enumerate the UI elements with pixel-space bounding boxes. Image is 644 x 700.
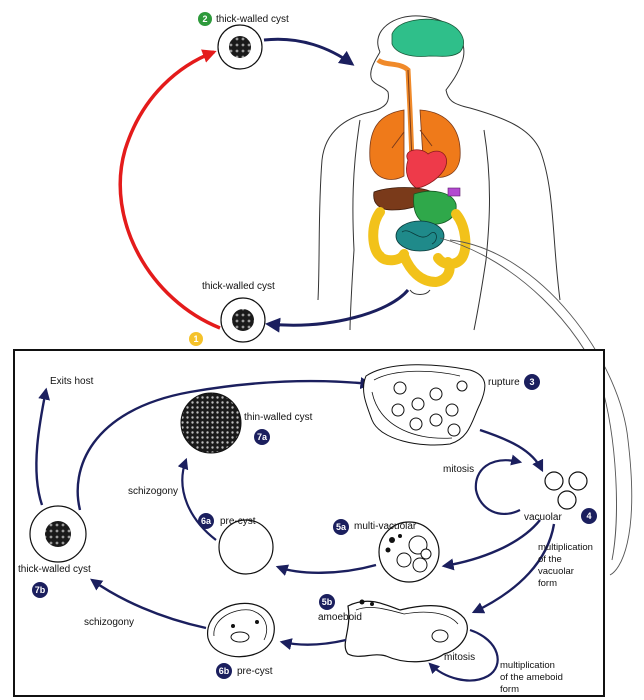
arrow-cyst2-to-host bbox=[264, 39, 352, 64]
thick-walled-cyst-label: thick-walled cyst bbox=[18, 564, 91, 575]
badge-5b: 5b bbox=[319, 594, 335, 610]
badge-6a: 6a bbox=[198, 513, 214, 529]
exits-host-label: Exits host bbox=[50, 376, 94, 387]
multiplication-vacuolar-line-4: form bbox=[538, 578, 557, 589]
svg-text:5a: 5a bbox=[336, 522, 347, 532]
arrow-host-to-cyst1 bbox=[268, 290, 408, 325]
rupture-label: rupture bbox=[488, 377, 520, 388]
thin-walled-cyst bbox=[181, 393, 241, 453]
badge-4: 4 bbox=[581, 508, 597, 524]
top-cyst-1 bbox=[221, 298, 265, 342]
multiplication-ameboid-line-1: multiplication bbox=[500, 660, 555, 671]
top-cyst-2-label: thick-walled cyst bbox=[216, 14, 289, 25]
badge-1: 1 bbox=[189, 332, 203, 346]
multiplication-ameboid-line-3: form bbox=[500, 684, 519, 695]
human-body bbox=[318, 16, 560, 330]
svg-text:7b: 7b bbox=[35, 585, 46, 595]
amoeboid-label: amoeboid bbox=[318, 612, 362, 623]
thin-walled-cyst-label: thin-walled cyst bbox=[244, 412, 313, 423]
vacuolar-label: vacuolar bbox=[524, 512, 562, 523]
badge-3: 3 bbox=[524, 374, 540, 390]
badge-7a: 7a bbox=[254, 429, 270, 445]
mitosis-bottom-label: mitosis bbox=[444, 652, 475, 663]
multiplication-vacuolar-line-1: multiplication bbox=[538, 542, 593, 553]
svg-text:2: 2 bbox=[202, 14, 207, 24]
svg-text:3: 3 bbox=[529, 377, 534, 387]
multiplication-vacuolar-line-3: vacuolar bbox=[538, 566, 574, 577]
badge-2: 2 bbox=[198, 12, 212, 26]
schizogony-bottom-label: schizogony bbox=[84, 617, 134, 628]
lungs-organ bbox=[370, 110, 404, 179]
multi-vacuolar-label: multi-vacuolar bbox=[354, 521, 417, 532]
svg-text:6a: 6a bbox=[201, 516, 212, 526]
badge-7b: 7b bbox=[32, 582, 48, 598]
heart-organ bbox=[406, 150, 446, 188]
svg-text:6b: 6b bbox=[219, 666, 230, 676]
top-cyst-1-label: thick-walled cyst bbox=[202, 281, 275, 292]
pre-cyst-bottom-label: pre-cyst bbox=[237, 666, 273, 677]
svg-text:1: 1 bbox=[193, 334, 198, 344]
schizogony-top-label: schizogony bbox=[128, 486, 178, 497]
svg-text:4: 4 bbox=[586, 511, 591, 521]
pre-cyst-6a bbox=[219, 520, 273, 574]
pre-cyst-top-label: pre-cyst bbox=[220, 516, 256, 527]
multiplication-ameboid-line-2: of the ameboid bbox=[500, 672, 563, 683]
thick-walled-cyst-7b bbox=[30, 506, 86, 562]
svg-text:5b: 5b bbox=[322, 597, 333, 607]
multiplication-vacuolar-line-2: of the bbox=[538, 554, 562, 565]
svg-text:7a: 7a bbox=[257, 432, 268, 442]
brain-organ bbox=[392, 19, 464, 56]
badge-6b: 6b bbox=[216, 663, 232, 679]
top-cyst-2 bbox=[218, 25, 262, 69]
badge-5a: 5a bbox=[333, 519, 349, 535]
mitosis-top-label: mitosis bbox=[443, 464, 474, 475]
